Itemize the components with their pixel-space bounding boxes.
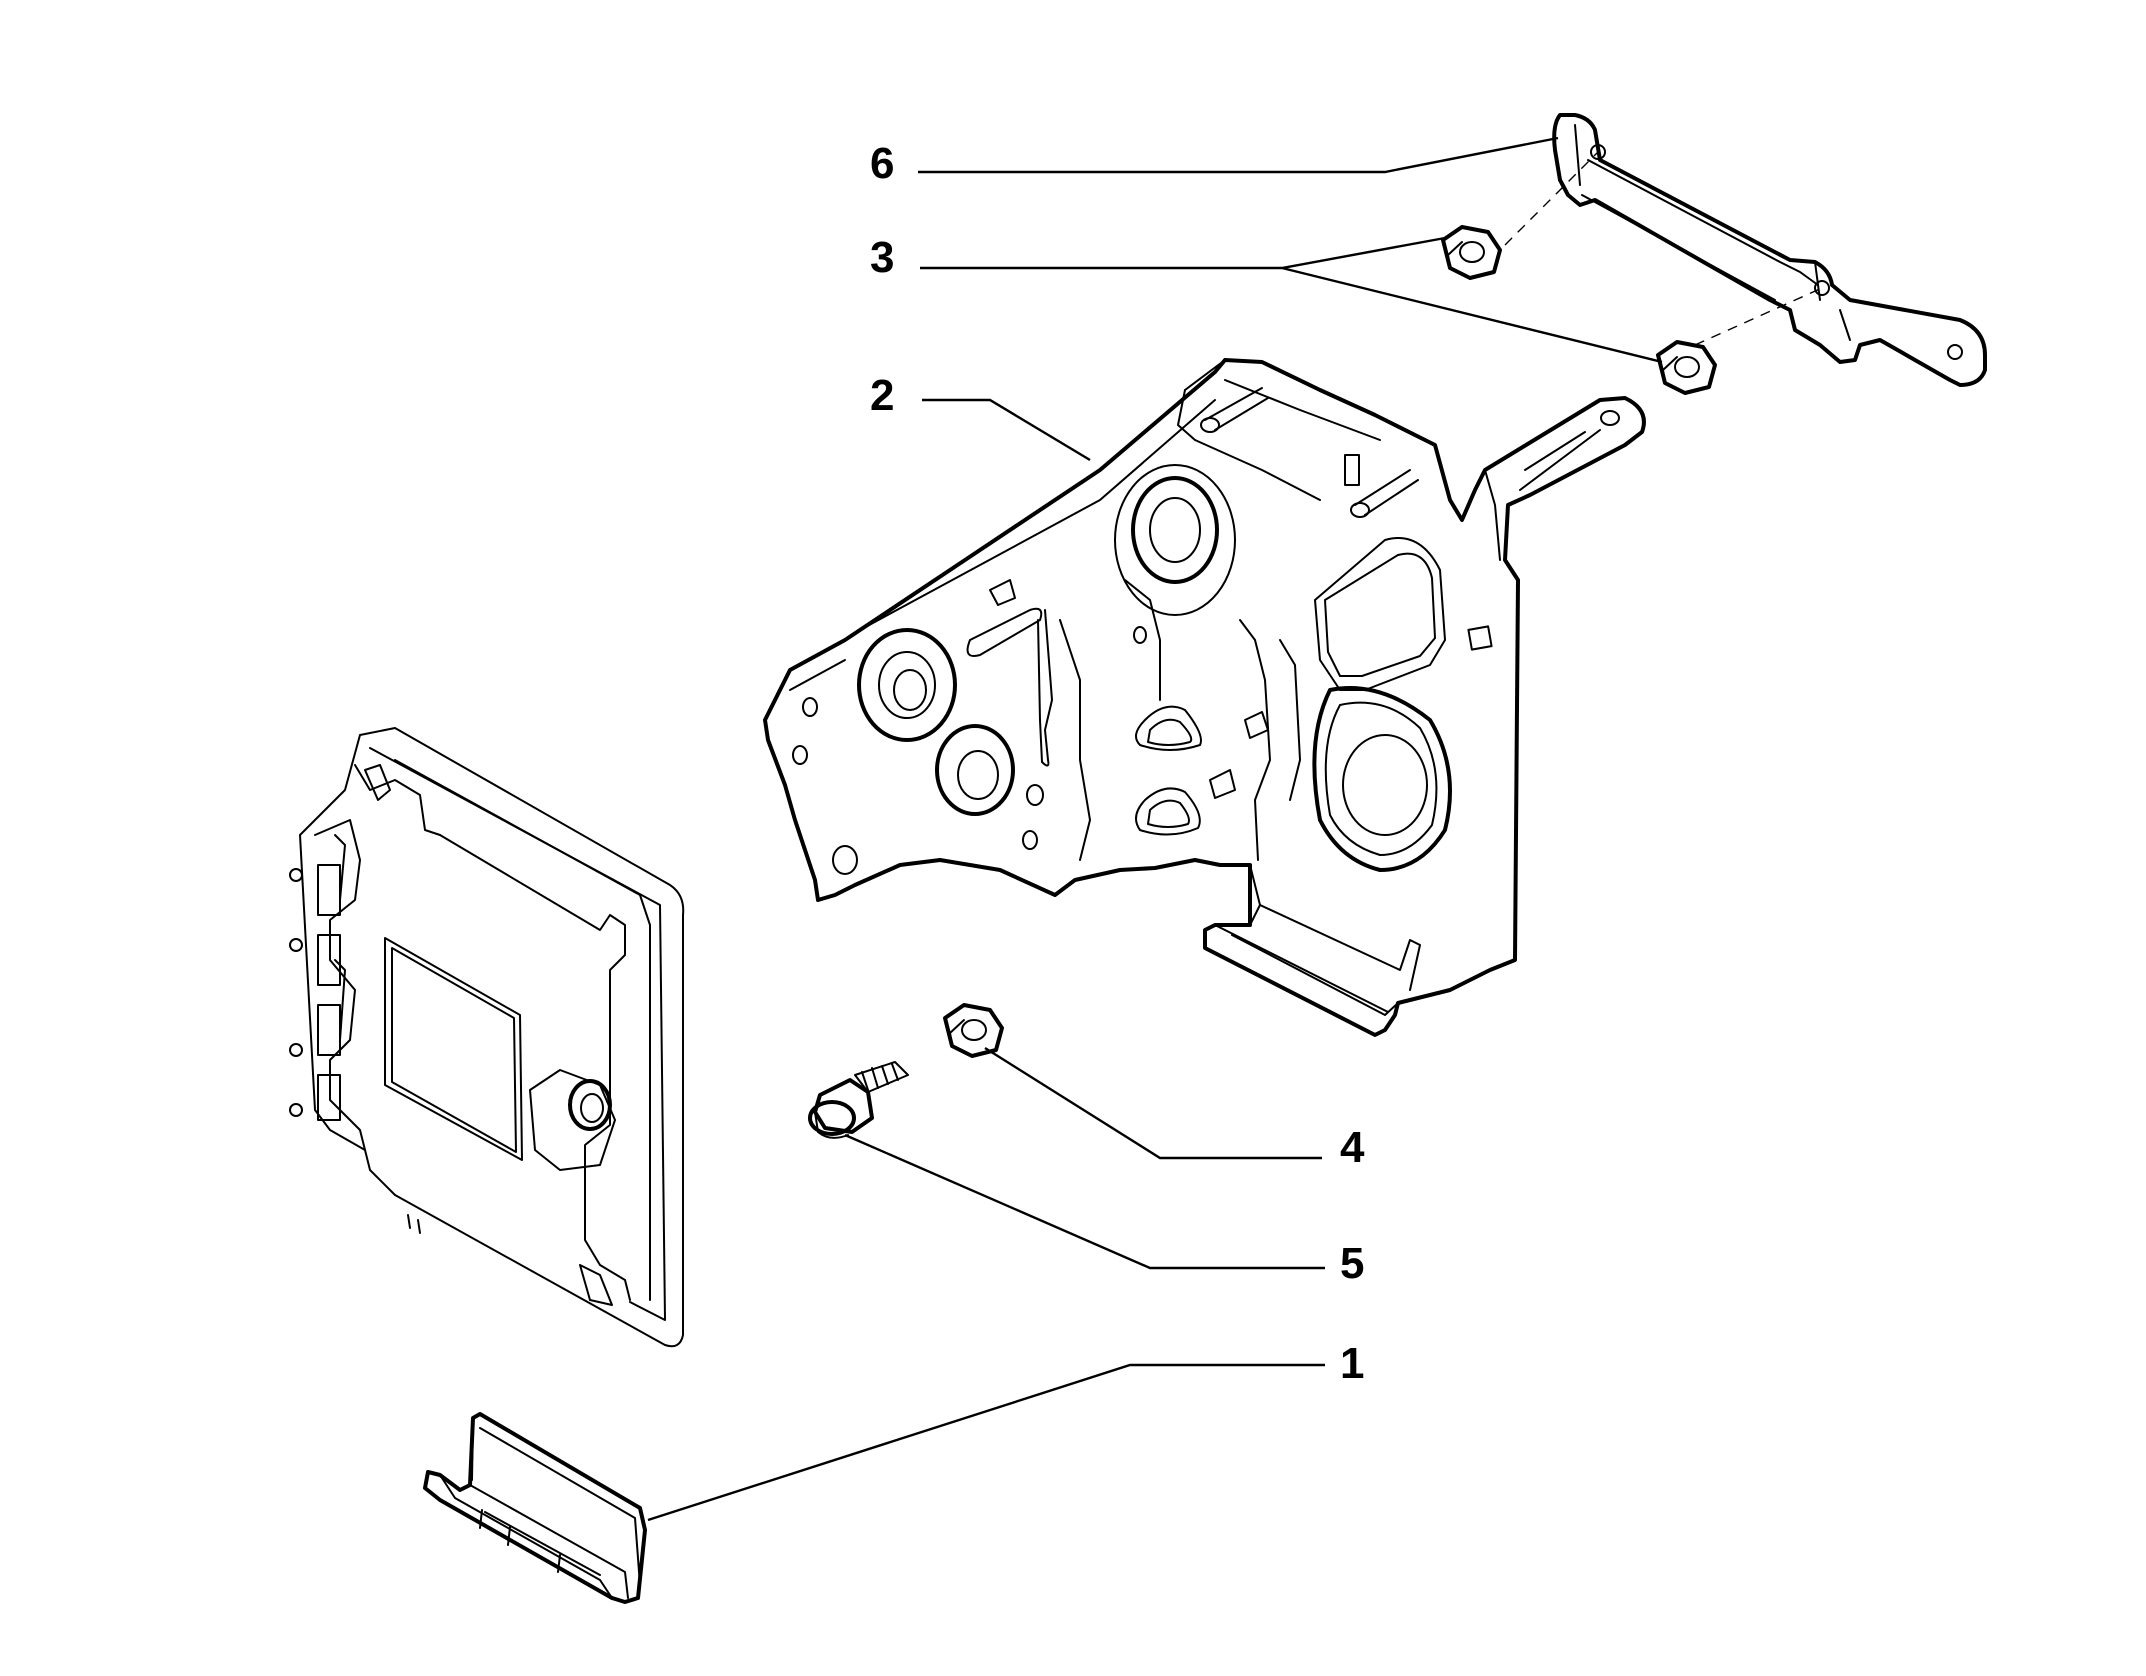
part-4-hex-nut[interactable]	[943, 1003, 1004, 1058]
callout-numbers: 6 3 2 4 5 1	[870, 139, 1365, 1388]
part-6-bracket[interactable]	[1552, 113, 1987, 387]
leader-5	[844, 1133, 1325, 1270]
callout-5: 5	[1340, 1239, 1364, 1288]
leader-1	[647, 1363, 1325, 1522]
callout-6: 6	[870, 139, 894, 188]
leader-lines	[647, 136, 1663, 1522]
part-5-flange-bolt[interactable]	[808, 1061, 909, 1139]
part-2-mounting-bracket[interactable]	[763, 358, 1646, 1037]
ecu-control-unit[interactable]	[289, 727, 685, 1348]
leader-2	[922, 398, 1091, 462]
leader-3	[920, 236, 1663, 364]
part-1-clip-bracket[interactable]	[423, 1412, 647, 1604]
callout-3: 3	[870, 233, 894, 282]
stud-dashed-lines	[1504, 151, 1823, 346]
part-3-hex-nut-upper[interactable]	[1441, 225, 1502, 280]
leader-4	[984, 1046, 1322, 1160]
leader-6	[918, 136, 1559, 174]
callout-2: 2	[870, 371, 894, 420]
callout-1: 1	[1340, 1339, 1364, 1388]
part-3-hex-nut-lower[interactable]	[1656, 340, 1717, 395]
callout-4: 4	[1340, 1123, 1365, 1172]
